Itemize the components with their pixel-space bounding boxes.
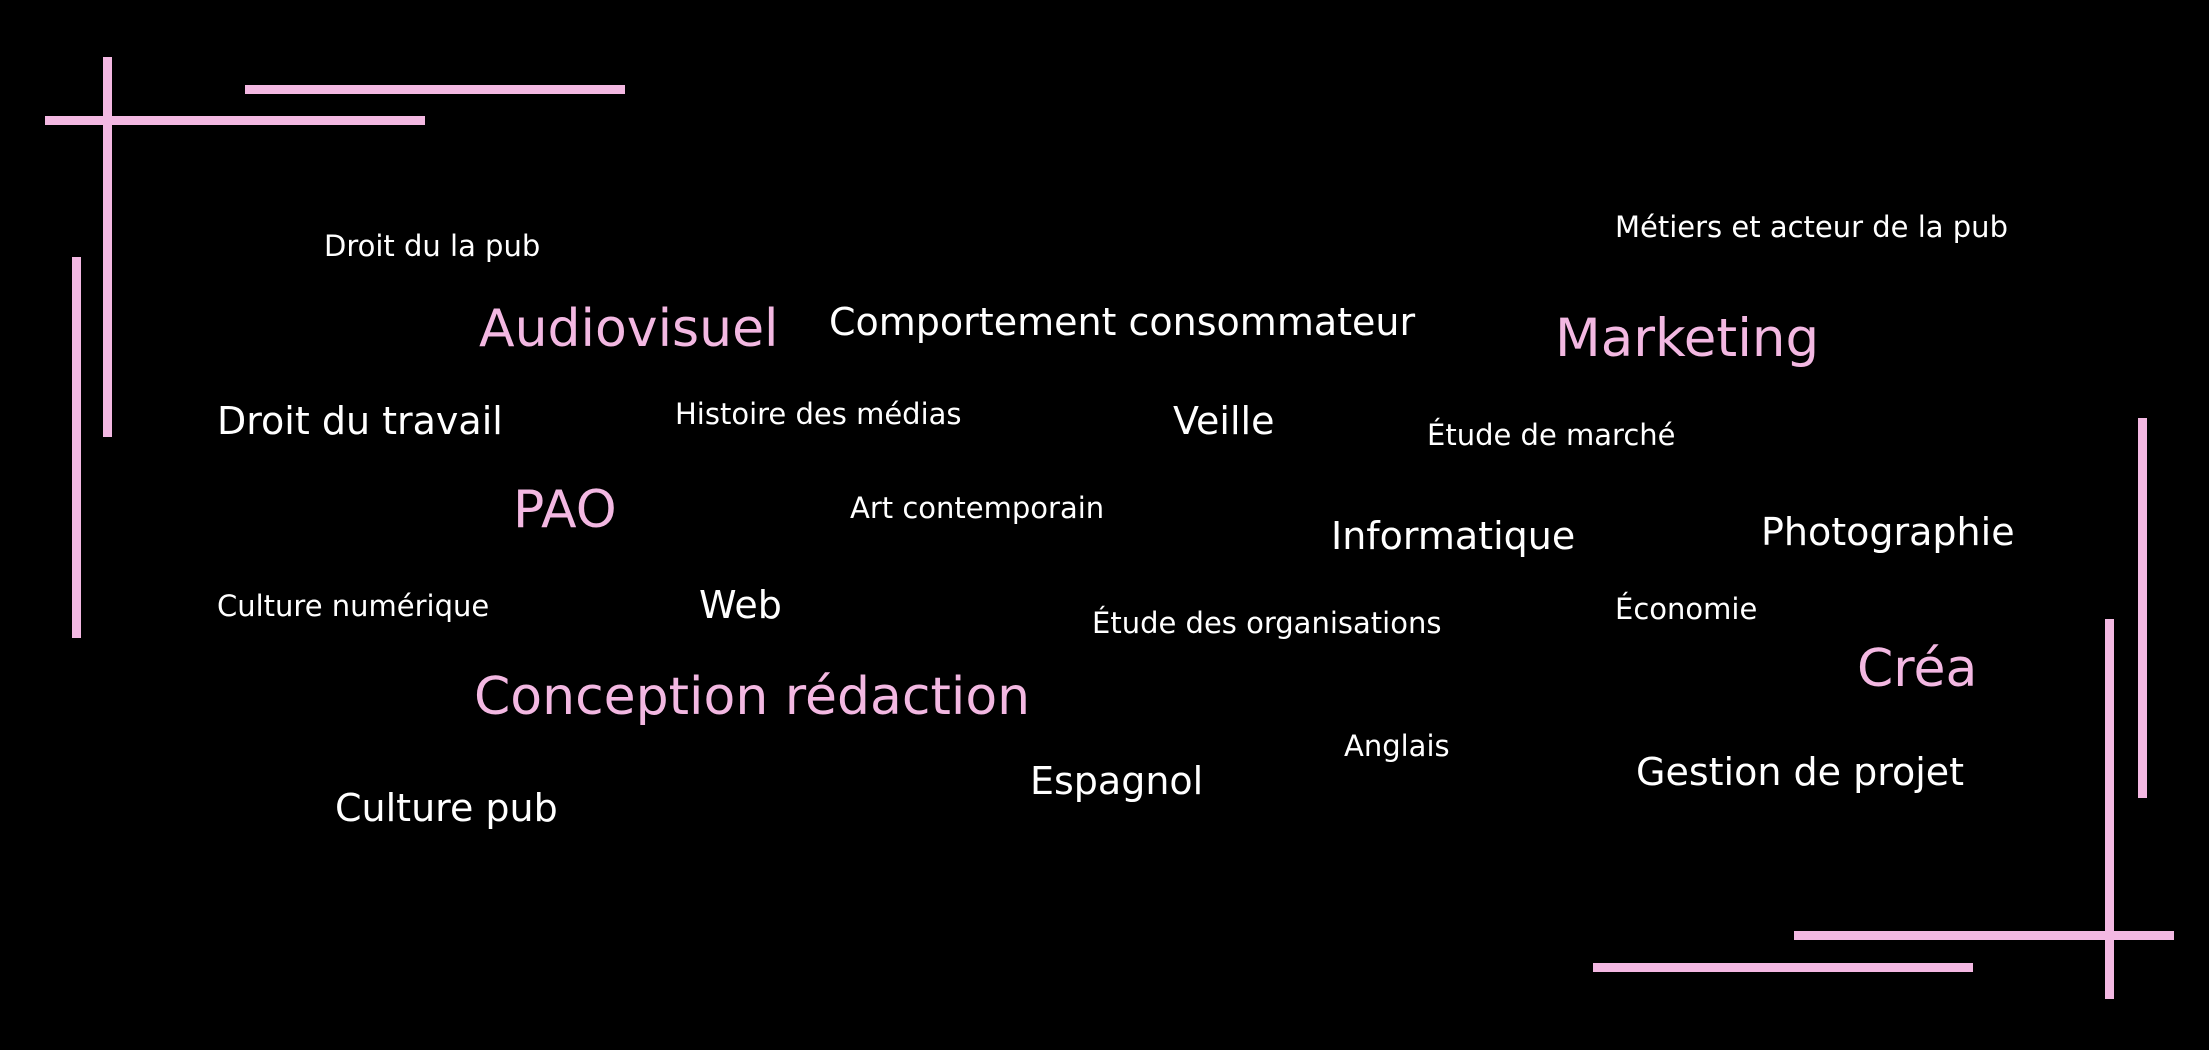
- word-conception-redaction: Conception rédaction: [474, 667, 1031, 727]
- word-comportement: Comportement consommateur: [829, 300, 1416, 344]
- decorative-line: [1794, 931, 2174, 940]
- decorative-line: [245, 85, 625, 94]
- decorative-line: [103, 57, 112, 437]
- word-pao: PAO: [513, 480, 617, 540]
- word-informatique: Informatique: [1331, 514, 1576, 558]
- word-espagnol: Espagnol: [1030, 759, 1204, 803]
- word-veille: Veille: [1173, 399, 1275, 443]
- word-droit-travail: Droit du travail: [217, 399, 503, 443]
- decorative-line: [1593, 963, 1973, 972]
- word-audiovisuel: Audiovisuel: [479, 299, 779, 359]
- decorative-line: [72, 257, 81, 638]
- word-histoire-medias: Histoire des médias: [675, 397, 962, 431]
- word-etude-organisations: Étude des organisations: [1092, 606, 1442, 640]
- word-marketing: Marketing: [1555, 308, 1820, 369]
- decorative-line: [2138, 418, 2147, 798]
- word-culture-numerique: Culture numérique: [217, 589, 490, 623]
- word-web: Web: [699, 583, 782, 627]
- decorative-line: [2105, 619, 2114, 999]
- word-art-contemporain: Art contemporain: [850, 491, 1105, 525]
- word-photographie: Photographie: [1761, 510, 2015, 554]
- word-etude-marche: Étude de marché: [1427, 418, 1676, 452]
- word-gestion-projet: Gestion de projet: [1636, 750, 1965, 794]
- word-droit-pub: Droit du la pub: [324, 229, 541, 263]
- word-culture-pub: Culture pub: [335, 786, 558, 830]
- decorative-line: [45, 116, 425, 125]
- word-crea: Créa: [1857, 639, 1978, 699]
- word-metiers: Métiers et acteur de la pub: [1615, 210, 2008, 244]
- word-economie: Économie: [1615, 592, 1758, 626]
- word-anglais: Anglais: [1344, 729, 1450, 763]
